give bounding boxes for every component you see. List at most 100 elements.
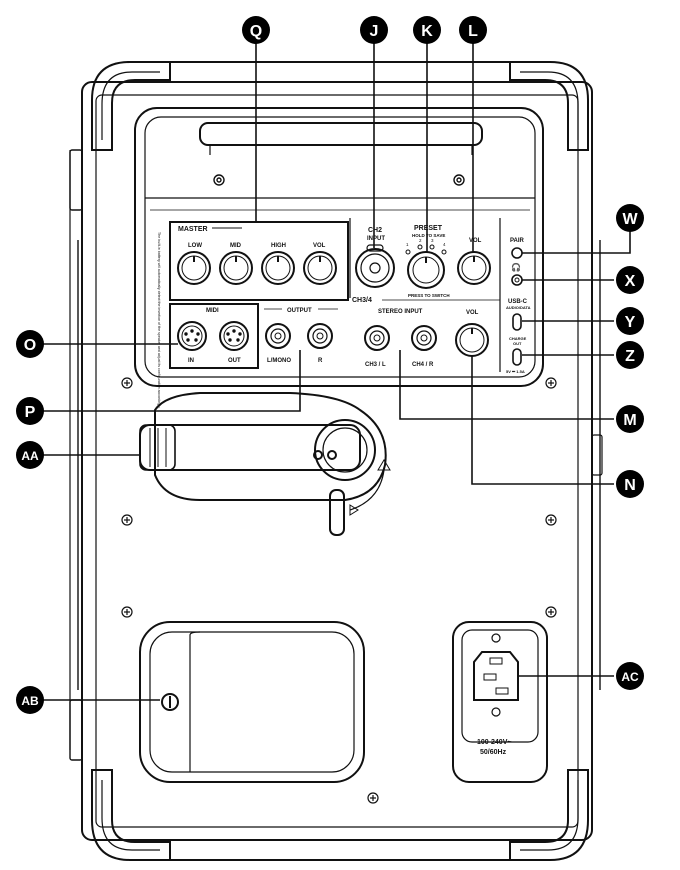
midi-out-port[interactable] bbox=[219, 321, 249, 351]
midi-in-port[interactable] bbox=[177, 321, 207, 351]
mid-knob[interactable] bbox=[219, 251, 253, 285]
frequency-label: 50/60Hz bbox=[480, 749, 507, 756]
ac-power-socket[interactable] bbox=[473, 651, 519, 701]
ch3-l-label: CH3 / L bbox=[365, 362, 386, 368]
ch2-label: CH2 bbox=[368, 227, 382, 234]
midi-label: MIDI bbox=[206, 308, 219, 314]
ch2-input-label: INPUT bbox=[367, 236, 385, 242]
corner-bumpers bbox=[91, 61, 589, 861]
ch2-section: CH2 INPUT PRESET HOLD TO SAVE 1 2 3 4 PR… bbox=[349, 218, 491, 298]
mid-label: MID bbox=[230, 243, 242, 249]
preset-label: PRESET bbox=[414, 225, 443, 232]
callout-l-text: L bbox=[468, 23, 478, 40]
callout-w: W bbox=[616, 204, 644, 232]
ch34-vol-knob[interactable] bbox=[455, 323, 489, 357]
cabinet bbox=[69, 61, 603, 861]
callout-n: N bbox=[616, 470, 644, 498]
preset-leds bbox=[405, 244, 447, 255]
ac-inlet bbox=[452, 621, 548, 783]
ch4-r-label: CH4 / R bbox=[412, 362, 434, 368]
low-label: LOW bbox=[188, 243, 202, 249]
headphone-icon: 🎧 bbox=[511, 262, 521, 272]
master-section: MASTER LOW MID HIGH VOL bbox=[169, 221, 349, 301]
callout-z-text: Z bbox=[625, 348, 635, 365]
callout-l: L bbox=[459, 16, 487, 44]
callout-ab-text: AB bbox=[21, 694, 39, 708]
side-note: The built-in battery will automatically … bbox=[157, 232, 161, 409]
callout-ac: AC bbox=[616, 662, 644, 690]
panel-screws bbox=[213, 174, 465, 186]
callout-q: Q bbox=[242, 16, 270, 44]
callout-q-text: Q bbox=[250, 23, 262, 40]
master-vol-label: VOL bbox=[313, 243, 326, 249]
midi-section: MIDI IN OUT bbox=[169, 303, 259, 369]
callout-o: O bbox=[16, 330, 44, 358]
ch2-combo-input[interactable] bbox=[355, 244, 395, 288]
callout-y: Y bbox=[616, 307, 644, 335]
side-note-text: The built-in battery will automatically … bbox=[157, 232, 161, 409]
midi-out-label: OUT bbox=[228, 358, 241, 364]
callout-z: Z bbox=[616, 341, 644, 369]
body-screws bbox=[121, 377, 557, 804]
high-knob[interactable] bbox=[261, 251, 295, 285]
voltage-label: 100-240V~ bbox=[477, 739, 511, 746]
high-label: HIGH bbox=[271, 243, 286, 249]
stereo-input-label: STEREO INPUT bbox=[378, 309, 423, 315]
headphone-jack[interactable] bbox=[511, 274, 523, 286]
preset-knob[interactable] bbox=[407, 251, 445, 289]
ch3-l-jack[interactable] bbox=[364, 325, 390, 351]
control-panel-recess bbox=[134, 107, 544, 387]
callout-n-text: N bbox=[624, 477, 636, 494]
usbc-charge-out-port[interactable] bbox=[512, 348, 522, 366]
callout-ac-text: AC bbox=[621, 670, 639, 684]
preset-3-label: 3 bbox=[431, 238, 434, 243]
pair-label: PAIR bbox=[510, 238, 525, 244]
output-section: OUTPUT L/MONO R bbox=[264, 308, 338, 364]
preset-1-label: 1 bbox=[406, 242, 409, 247]
preset-2-label: 2 bbox=[419, 238, 422, 243]
callout-ab: AB bbox=[16, 686, 44, 714]
ch34-section: CH3/4 STEREO INPUT CH3 / L CH4 / R VOL bbox=[352, 297, 500, 368]
press-to-switch-label: PRESS TO SWITCH bbox=[408, 293, 450, 298]
callout-k-text: K bbox=[421, 23, 433, 40]
callout-j-text: J bbox=[370, 23, 379, 40]
l-mono-label: L/MONO bbox=[267, 358, 291, 364]
callout-m: M bbox=[616, 405, 644, 433]
callout-m-text: M bbox=[623, 412, 636, 429]
callout-x: X bbox=[616, 266, 644, 294]
low-knob[interactable] bbox=[177, 251, 211, 285]
usbc-audio-data-port[interactable] bbox=[512, 313, 522, 331]
callout-y-text: Y bbox=[625, 314, 636, 331]
right-strip: PAIR 🎧 USB-C AUDIO/DATA CHARGE OUT 5V ⎓ … bbox=[499, 218, 531, 374]
ch2-vol-label: VOL bbox=[469, 238, 482, 244]
hold-to-save-label: HOLD TO SAVE bbox=[412, 233, 445, 238]
charge-rating-label: 5V ⎓ 1.5A bbox=[506, 369, 525, 374]
ch34-label: CH3/4 bbox=[352, 297, 372, 304]
charge-out-label-2: OUT bbox=[513, 341, 522, 346]
callout-x-text: X bbox=[625, 273, 636, 290]
output-l-mono-jack[interactable] bbox=[265, 323, 291, 349]
r-label: R bbox=[318, 358, 323, 364]
midi-in-label: IN bbox=[188, 358, 194, 364]
battery-pocket bbox=[139, 621, 365, 783]
callout-aa-text: AA bbox=[21, 449, 39, 463]
callout-j: J bbox=[360, 16, 388, 44]
battery-latch[interactable] bbox=[139, 392, 391, 536]
master-label: MASTER bbox=[178, 226, 208, 233]
callout-p: P bbox=[16, 397, 44, 425]
master-vol-knob[interactable] bbox=[303, 251, 337, 285]
pair-button[interactable] bbox=[511, 247, 523, 259]
top-handle bbox=[199, 122, 483, 155]
preset-4-label: 4 bbox=[443, 242, 446, 247]
ch2-vol-knob[interactable] bbox=[457, 251, 491, 285]
callout-k: K bbox=[413, 16, 441, 44]
callout-w-text: W bbox=[622, 211, 638, 228]
audio-data-label: AUDIO/DATA bbox=[506, 305, 531, 310]
usbc-label: USB-C bbox=[508, 299, 528, 305]
charge-out-label: CHARGE bbox=[509, 336, 527, 341]
ch4-r-jack[interactable] bbox=[411, 325, 437, 351]
output-r-jack[interactable] bbox=[307, 323, 333, 349]
leader-lines bbox=[42, 36, 631, 701]
callout-p-text: P bbox=[25, 404, 36, 421]
